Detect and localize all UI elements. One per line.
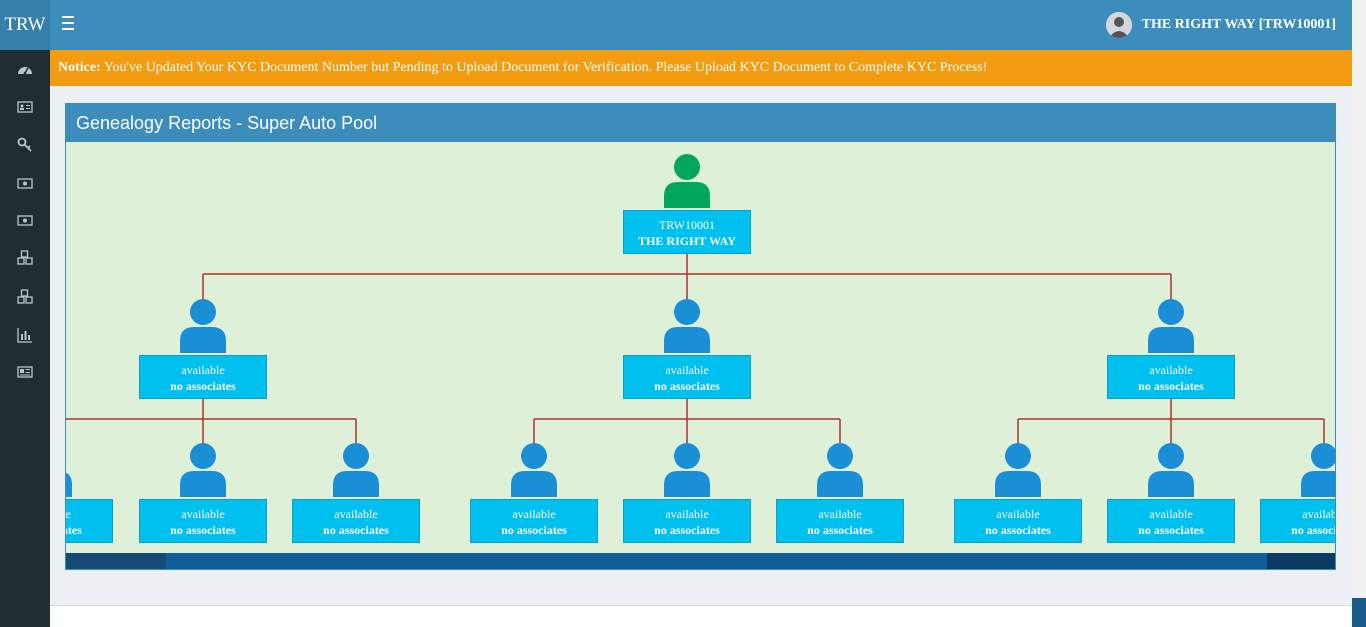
user-icon[interactable] xyxy=(66,443,72,497)
node-line1: available xyxy=(512,507,556,521)
page-scrollbar[interactable] xyxy=(1352,0,1366,627)
node-label[interactable]: available no associates xyxy=(470,499,598,543)
user-icon[interactable] xyxy=(333,443,379,497)
tree-node-level2[interactable]: available no associates xyxy=(470,443,598,543)
tree-node-level1[interactable]: available no associates xyxy=(623,299,751,399)
node-label[interactable]: available no associates xyxy=(139,355,267,399)
user-icon[interactable] xyxy=(817,443,863,497)
tree-node-level2[interactable]: available no associates xyxy=(776,443,904,543)
tree-node-level2[interactable]: available no associates xyxy=(292,443,420,543)
scrollbar-track-right[interactable] xyxy=(1267,553,1335,569)
tree-node-level2[interactable]: available no associates xyxy=(954,443,1082,543)
tree-connector-lines xyxy=(66,254,1325,445)
user-name: THE RIGHT WAY [TRW10001] xyxy=(1141,17,1336,32)
cubes-icon[interactable] xyxy=(17,289,33,305)
tree-node-level2[interactable]: available no associates xyxy=(66,443,113,543)
logo[interactable]: TRW xyxy=(0,0,50,50)
user-icon[interactable] xyxy=(664,299,710,353)
user-icon[interactable] xyxy=(664,443,710,497)
newspaper-icon[interactable] xyxy=(17,364,33,380)
node-label[interactable]: available no associates xyxy=(292,499,420,543)
tree-node-level2[interactable]: available no associates xyxy=(623,443,751,543)
page-scrollbar-thumb[interactable] xyxy=(1352,598,1366,627)
box-title: Genealogy Reports - Super Auto Pool xyxy=(66,104,1335,142)
node-line2: no associates xyxy=(323,523,389,537)
node-line1: available xyxy=(1302,507,1335,521)
key-icon[interactable] xyxy=(17,137,33,153)
user-icon[interactable] xyxy=(664,154,710,208)
node-line2: no associates xyxy=(1138,379,1204,393)
avatar xyxy=(1105,12,1132,38)
node-label[interactable]: available no associates xyxy=(623,499,751,543)
node-line2: no associates xyxy=(170,523,236,537)
user-icon[interactable] xyxy=(1148,443,1194,497)
tree-node-level2[interactable]: available no associates xyxy=(1260,443,1335,543)
node-line2: no associates xyxy=(807,523,873,537)
top-header: TRW THE RIGHT WAY [TRW10001] xyxy=(0,0,1352,50)
node-label[interactable]: available no associates xyxy=(1107,355,1235,399)
node-label[interactable]: available no associates xyxy=(623,355,751,399)
node-line1: available xyxy=(334,507,378,521)
user-icon[interactable] xyxy=(1301,443,1335,497)
money-icon[interactable] xyxy=(17,212,33,228)
node-line2: no associates xyxy=(654,523,720,537)
node-line2: no associates xyxy=(985,523,1051,537)
user-icon[interactable] xyxy=(511,443,557,497)
notice-text: You've Updated Your KYC Document Number … xyxy=(100,60,988,75)
notice-label: Notice: xyxy=(58,60,101,75)
user-icon[interactable] xyxy=(180,443,226,497)
node-line1: available xyxy=(996,507,1040,521)
node-line1: TRW10001 xyxy=(659,218,715,232)
node-label[interactable]: available no associates xyxy=(954,499,1082,543)
node-label[interactable]: available no associates xyxy=(66,499,113,543)
node-line1: available xyxy=(66,507,71,521)
node-line2: no associates xyxy=(66,523,82,537)
user-icon[interactable] xyxy=(1148,299,1194,353)
node-line2: no associates xyxy=(1138,523,1204,537)
scrollbar-track-left[interactable] xyxy=(66,553,166,569)
money-icon[interactable] xyxy=(17,175,33,191)
user-icon[interactable] xyxy=(180,299,226,353)
node-line2: no associates xyxy=(1291,523,1335,537)
user-menu[interactable]: THE RIGHT WAY [TRW10001] xyxy=(1105,12,1336,38)
node-line1: available xyxy=(665,507,709,521)
node-line1: available xyxy=(1149,363,1193,377)
tree-node-level1[interactable]: available no associates xyxy=(139,299,267,399)
node-line1: available xyxy=(818,507,862,521)
horizontal-scrollbar[interactable] xyxy=(66,553,1335,569)
node-line1: available xyxy=(1149,507,1193,521)
kyc-notice: Notice: You've Updated Your KYC Document… xyxy=(50,50,1352,86)
node-label[interactable]: available no associates xyxy=(139,499,267,543)
bar-chart-icon[interactable] xyxy=(17,327,33,343)
cubes-icon[interactable] xyxy=(17,250,33,266)
node-line1: available xyxy=(181,507,225,521)
node-line2: no associates xyxy=(170,379,236,393)
genealogy-box: Genealogy Reports - Super Auto Pool TRW1… xyxy=(65,103,1336,570)
dashboard-icon[interactable] xyxy=(17,62,33,78)
menu-toggle-icon[interactable] xyxy=(62,16,80,34)
tree-node-level2[interactable]: available no associates xyxy=(139,443,267,543)
node-line2: no associates xyxy=(501,523,567,537)
node-line1: available xyxy=(181,363,225,377)
node-label[interactable]: available no associates xyxy=(776,499,904,543)
footer xyxy=(50,605,1352,627)
id-card-icon[interactable] xyxy=(17,99,33,115)
user-icon[interactable] xyxy=(995,443,1041,497)
node-line2: THE RIGHT WAY xyxy=(638,234,736,248)
node-label[interactable]: available no associates xyxy=(1260,499,1335,543)
node-line1: available xyxy=(665,363,709,377)
tree-node-level1[interactable]: available no associates xyxy=(1107,299,1235,399)
sidebar xyxy=(0,50,50,627)
node-line2: no associates xyxy=(654,379,720,393)
node-label[interactable]: available no associates xyxy=(1107,499,1235,543)
tree-node-level2[interactable]: available no associates xyxy=(1107,443,1235,543)
